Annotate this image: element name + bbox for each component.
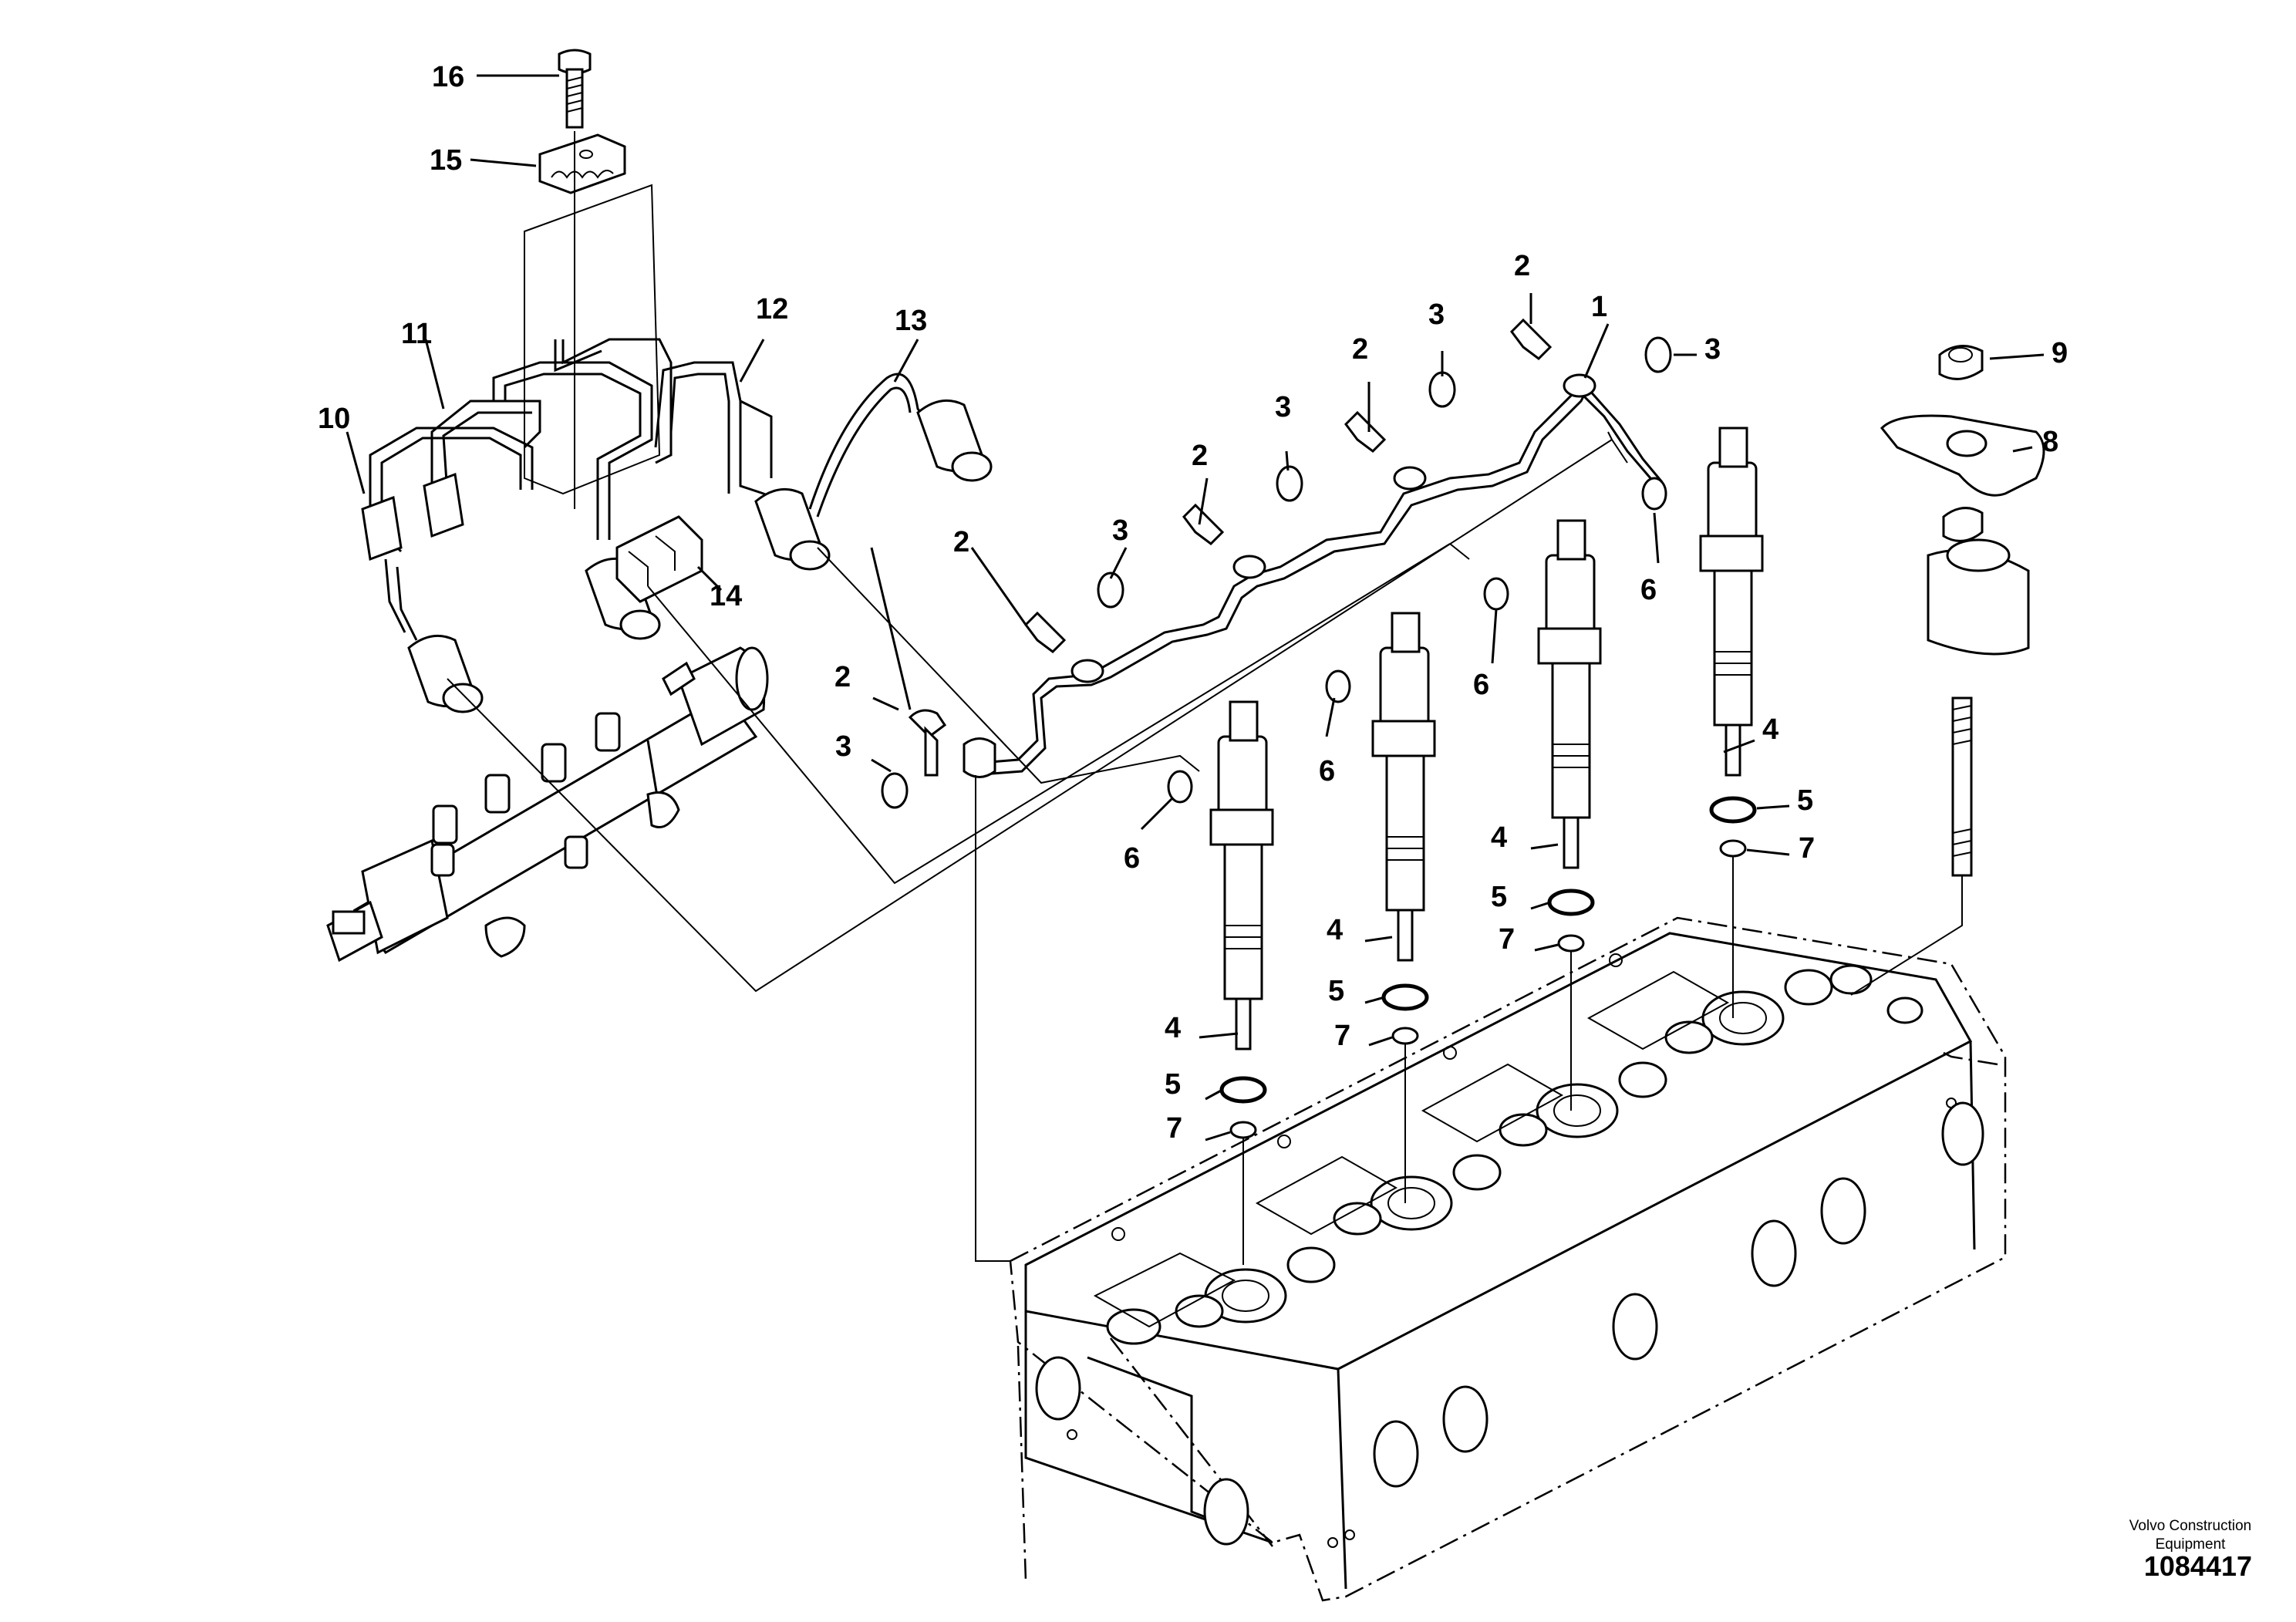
callout-7b: 7 [1334, 1020, 1350, 1052]
callout-3c: 3 [1275, 391, 1291, 423]
callout-16: 16 [432, 61, 464, 93]
o-rings-large [1219, 796, 1757, 1104]
callout-3e: 3 [1704, 333, 1721, 366]
callout-3a: 3 [835, 730, 851, 763]
callout-14: 14 [710, 580, 742, 612]
callout-13: 13 [895, 305, 927, 337]
callout-4b: 4 [1327, 914, 1343, 946]
cylinder-head [1009, 916, 2007, 1602]
fuel-rail [326, 646, 769, 963]
callout-3b: 3 [1112, 514, 1128, 547]
clamp-bolt [558, 49, 592, 129]
callout-15: 15 [430, 144, 462, 177]
callout-1: 1 [1591, 291, 1607, 323]
callout-8: 8 [2042, 426, 2058, 458]
publisher-line-2: Equipment [2155, 1536, 2226, 1553]
callout-5d: 5 [1797, 784, 1813, 817]
callout-7c: 7 [1499, 923, 1515, 956]
publisher-line-1: Volvo Construction [2129, 1518, 2252, 1534]
stud-leader-line [1850, 875, 1963, 996]
clamp-bracket [538, 133, 626, 194]
banjo-bolts [908, 318, 1553, 777]
callout-7a: 7 [1166, 1112, 1182, 1145]
callout-4a: 4 [1165, 1012, 1181, 1044]
callout-2e: 2 [1514, 250, 1530, 282]
callout-11: 11 [401, 318, 432, 350]
callout-5b: 5 [1328, 975, 1344, 1007]
injector-3 [1537, 519, 1602, 869]
callout-2d: 2 [1352, 333, 1368, 366]
washer-axis-lines [1242, 856, 1734, 1265]
callout-labels: 16 15 11 10 12 13 14 2 3 2 3 2 3 2 3 2 1… [318, 61, 2068, 1145]
callout-2c: 2 [1192, 440, 1208, 472]
pipe-clamp [615, 515, 703, 603]
callout-6a: 6 [1124, 842, 1140, 875]
callout-leaders [346, 74, 2045, 1141]
callout-6d: 6 [1640, 574, 1657, 606]
callout-6c: 6 [1473, 669, 1489, 701]
callout-10: 10 [318, 403, 350, 435]
sealing-washers [881, 336, 1672, 809]
copper-washers [1229, 839, 1747, 1139]
callout-4c: 4 [1491, 821, 1507, 854]
rail-outlet-fittings [430, 712, 621, 877]
assembly-frame-lines [447, 431, 1628, 1262]
callout-4d: 4 [1762, 713, 1778, 746]
clamp-leader-lines [524, 131, 661, 509]
callout-5a: 5 [1165, 1068, 1181, 1101]
publisher-caption: Volvo Construction Equipment [2075, 1517, 2296, 1554]
clamp-nut [1938, 345, 1984, 542]
injector-2 [1371, 612, 1436, 962]
leak-off-line [963, 373, 1664, 778]
callout-12: 12 [756, 293, 788, 325]
injector-4 [1699, 427, 1764, 777]
injector-1 [1209, 700, 1274, 1050]
injector-clamp [1880, 414, 2045, 656]
callout-3d: 3 [1428, 298, 1445, 331]
callout-7d: 7 [1799, 832, 1815, 865]
clamp-stud [1951, 696, 1973, 877]
callout-2b: 2 [953, 526, 969, 558]
callout-5c: 5 [1491, 881, 1507, 913]
callout-6b: 6 [1319, 755, 1335, 787]
reference-number: 1084417 [2143, 1550, 2252, 1582]
callout-2a: 2 [834, 661, 851, 693]
callout-9: 9 [2052, 337, 2068, 369]
